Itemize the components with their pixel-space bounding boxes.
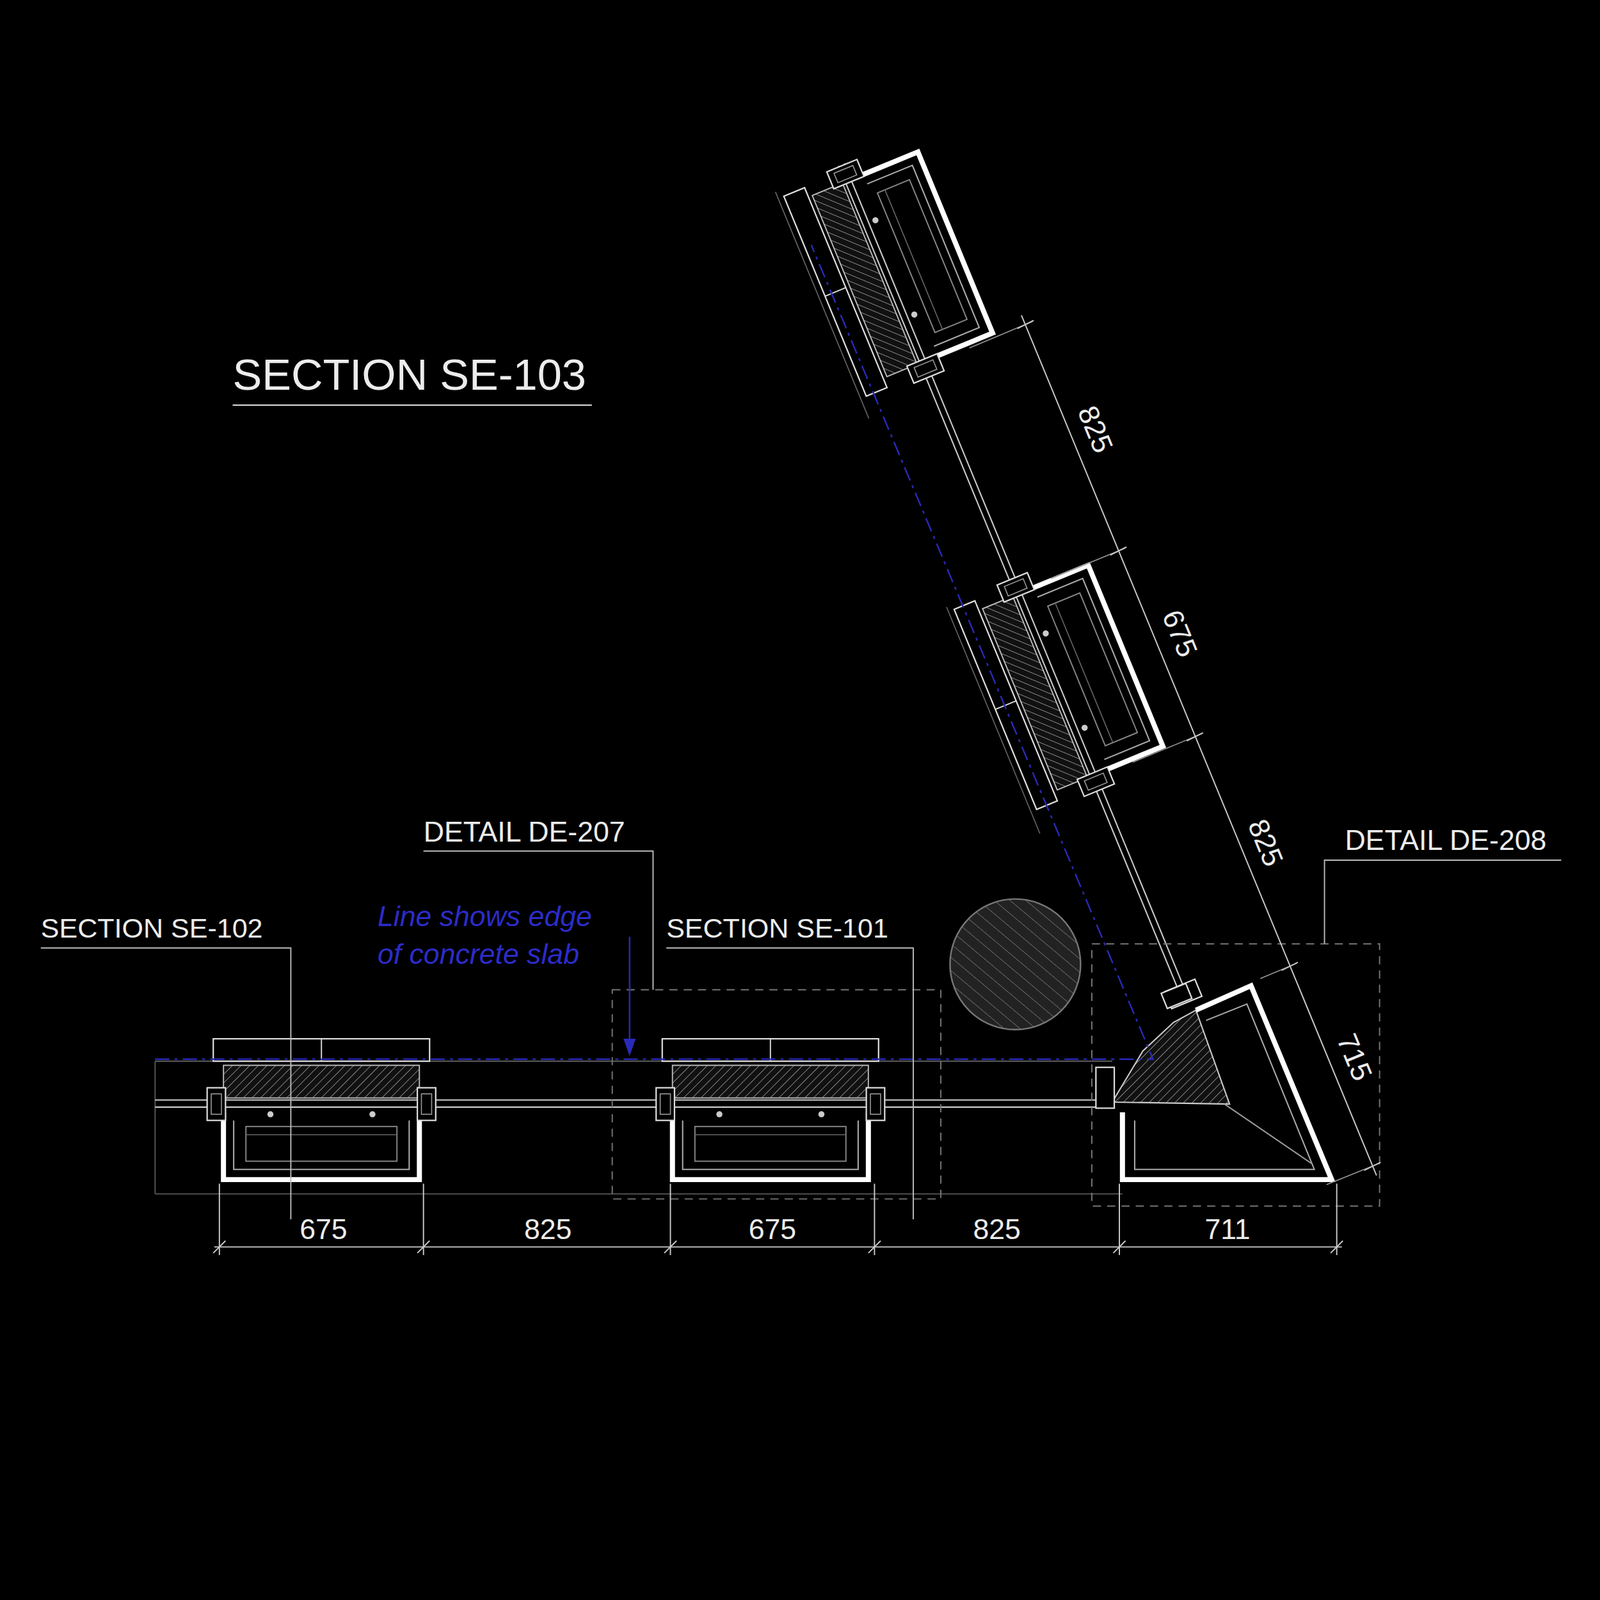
drawing-title: SECTION SE-103 (232, 353, 587, 398)
dimension: 675 (1157, 606, 1202, 662)
section-callout: SECTION SE-102 (40, 914, 264, 943)
dimension: 711 (1204, 1215, 1250, 1245)
slab-edge-note: Line shows edge of concrete slab (377, 897, 608, 974)
dimension: 715 (1331, 1029, 1377, 1085)
detail-callout: DETAIL DE-208 (1344, 826, 1547, 856)
dimension: 675 (748, 1215, 797, 1245)
dimension: 675 (299, 1215, 347, 1245)
dimension: 825 (972, 1215, 1021, 1245)
dimension: 825 (1072, 401, 1118, 457)
dimension: 825 (524, 1215, 572, 1245)
dimension: 825 (1242, 815, 1288, 871)
section-callout: SECTION SE-101 (666, 914, 889, 943)
detail-callout: DETAIL DE-207 (423, 817, 626, 847)
